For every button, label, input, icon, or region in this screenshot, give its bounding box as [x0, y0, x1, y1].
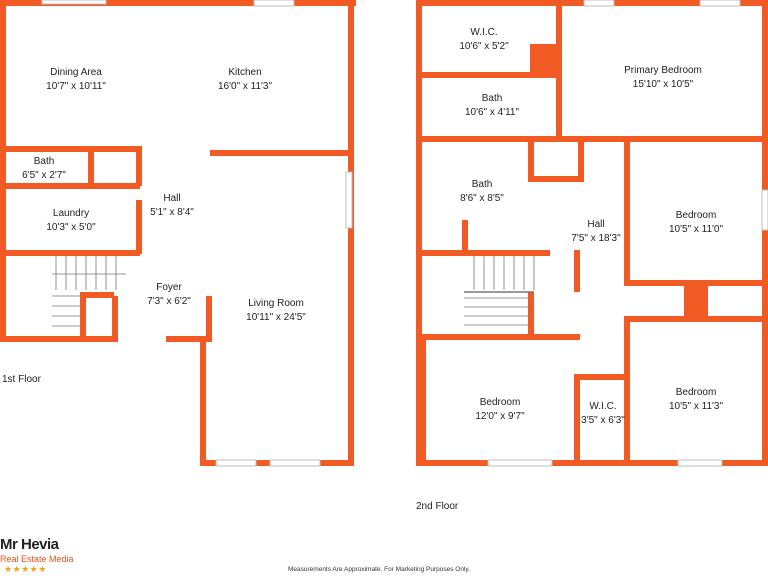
- wall-2nd-floor-11: [420, 250, 550, 256]
- wall-2nd-floor-20: [578, 374, 630, 380]
- wall-2nd-floor-16: [624, 280, 768, 286]
- floor-label-2nd: 2nd Floor: [416, 501, 459, 512]
- wall-1st-floor-8: [206, 296, 212, 342]
- floor-label-1st: 1st Floor: [2, 374, 41, 385]
- disclaimer-text: Measurements Are Approximate. For Market…: [288, 566, 470, 573]
- window-6: [761, 189, 768, 231]
- wall-2nd-floor-4: [556, 0, 562, 140]
- room-label-walk-in-closet-primary: W.I.C.10'6" x 5'2": [459, 27, 509, 52]
- wall-2nd-floor-21: [528, 292, 534, 336]
- wall-1st-floor-11: [88, 146, 94, 186]
- room-label-walk-in-closet-2: W.I.C.3'5" x 6'3": [581, 401, 625, 426]
- wall-1st-floor-2: [348, 0, 354, 466]
- window-3: [269, 459, 321, 467]
- rating-stars-icon: ★★★★★: [4, 564, 47, 574]
- wall-2nd-floor-2: [762, 0, 768, 466]
- window-7: [487, 459, 553, 467]
- window-5: [699, 0, 741, 7]
- wall-1st-floor-4: [200, 336, 206, 466]
- wall-2nd-floor-12: [462, 220, 468, 252]
- window-0: [253, 0, 295, 7]
- wall-1st-floor-14: [136, 200, 142, 254]
- wall-2nd-floor-9: [528, 176, 584, 182]
- wall-1st-floor-0: [2, 0, 356, 6]
- window-1: [345, 171, 353, 229]
- window-4: [583, 0, 615, 7]
- wall-1st-floor-7: [166, 336, 206, 342]
- wall-1st-floor-16: [80, 292, 114, 298]
- logo-brand-tagline: Real Estate Media: [0, 554, 74, 564]
- wall-2nd-floor-6: [420, 136, 560, 142]
- chimney-block-bedroom: [684, 284, 708, 320]
- wall-2nd-floor-22: [420, 334, 426, 466]
- wall-2nd-floor-19: [574, 374, 580, 466]
- wall-1st-floor-9: [0, 146, 140, 152]
- wall-1st-floor-6: [112, 296, 118, 342]
- wall-1st-floor-15: [0, 250, 140, 256]
- wall-1st-floor-10: [210, 150, 354, 156]
- wall-1st-floor-13: [136, 146, 142, 186]
- logo-brand-name: Mr Hevia: [0, 536, 59, 553]
- wall-2nd-floor-14: [574, 250, 580, 292]
- chimney-block-primary: [530, 44, 556, 76]
- wall-1st-floor-17: [80, 292, 86, 342]
- window-9: [41, 0, 107, 5]
- wall-2nd-floor-15: [624, 140, 630, 286]
- wall-2nd-floor-8: [528, 140, 534, 182]
- wall-1st-floor-12: [0, 183, 140, 189]
- wall-2nd-floor-13: [420, 334, 580, 340]
- wall-2nd-floor-10: [578, 140, 584, 180]
- wall-2nd-floor-18: [624, 316, 630, 466]
- wall-2nd-floor-3: [416, 460, 768, 466]
- window-2: [215, 459, 257, 467]
- wall-2nd-floor-1: [416, 0, 422, 466]
- brand-logo: Mr Hevia Real Estate Media ★★★★★: [0, 530, 95, 576]
- window-8: [677, 459, 723, 467]
- wall-1st-floor-1: [0, 0, 6, 342]
- wall-2nd-floor-5: [420, 72, 560, 78]
- wall-2nd-floor-7: [558, 136, 768, 142]
- wall-1st-floor-5: [0, 336, 112, 342]
